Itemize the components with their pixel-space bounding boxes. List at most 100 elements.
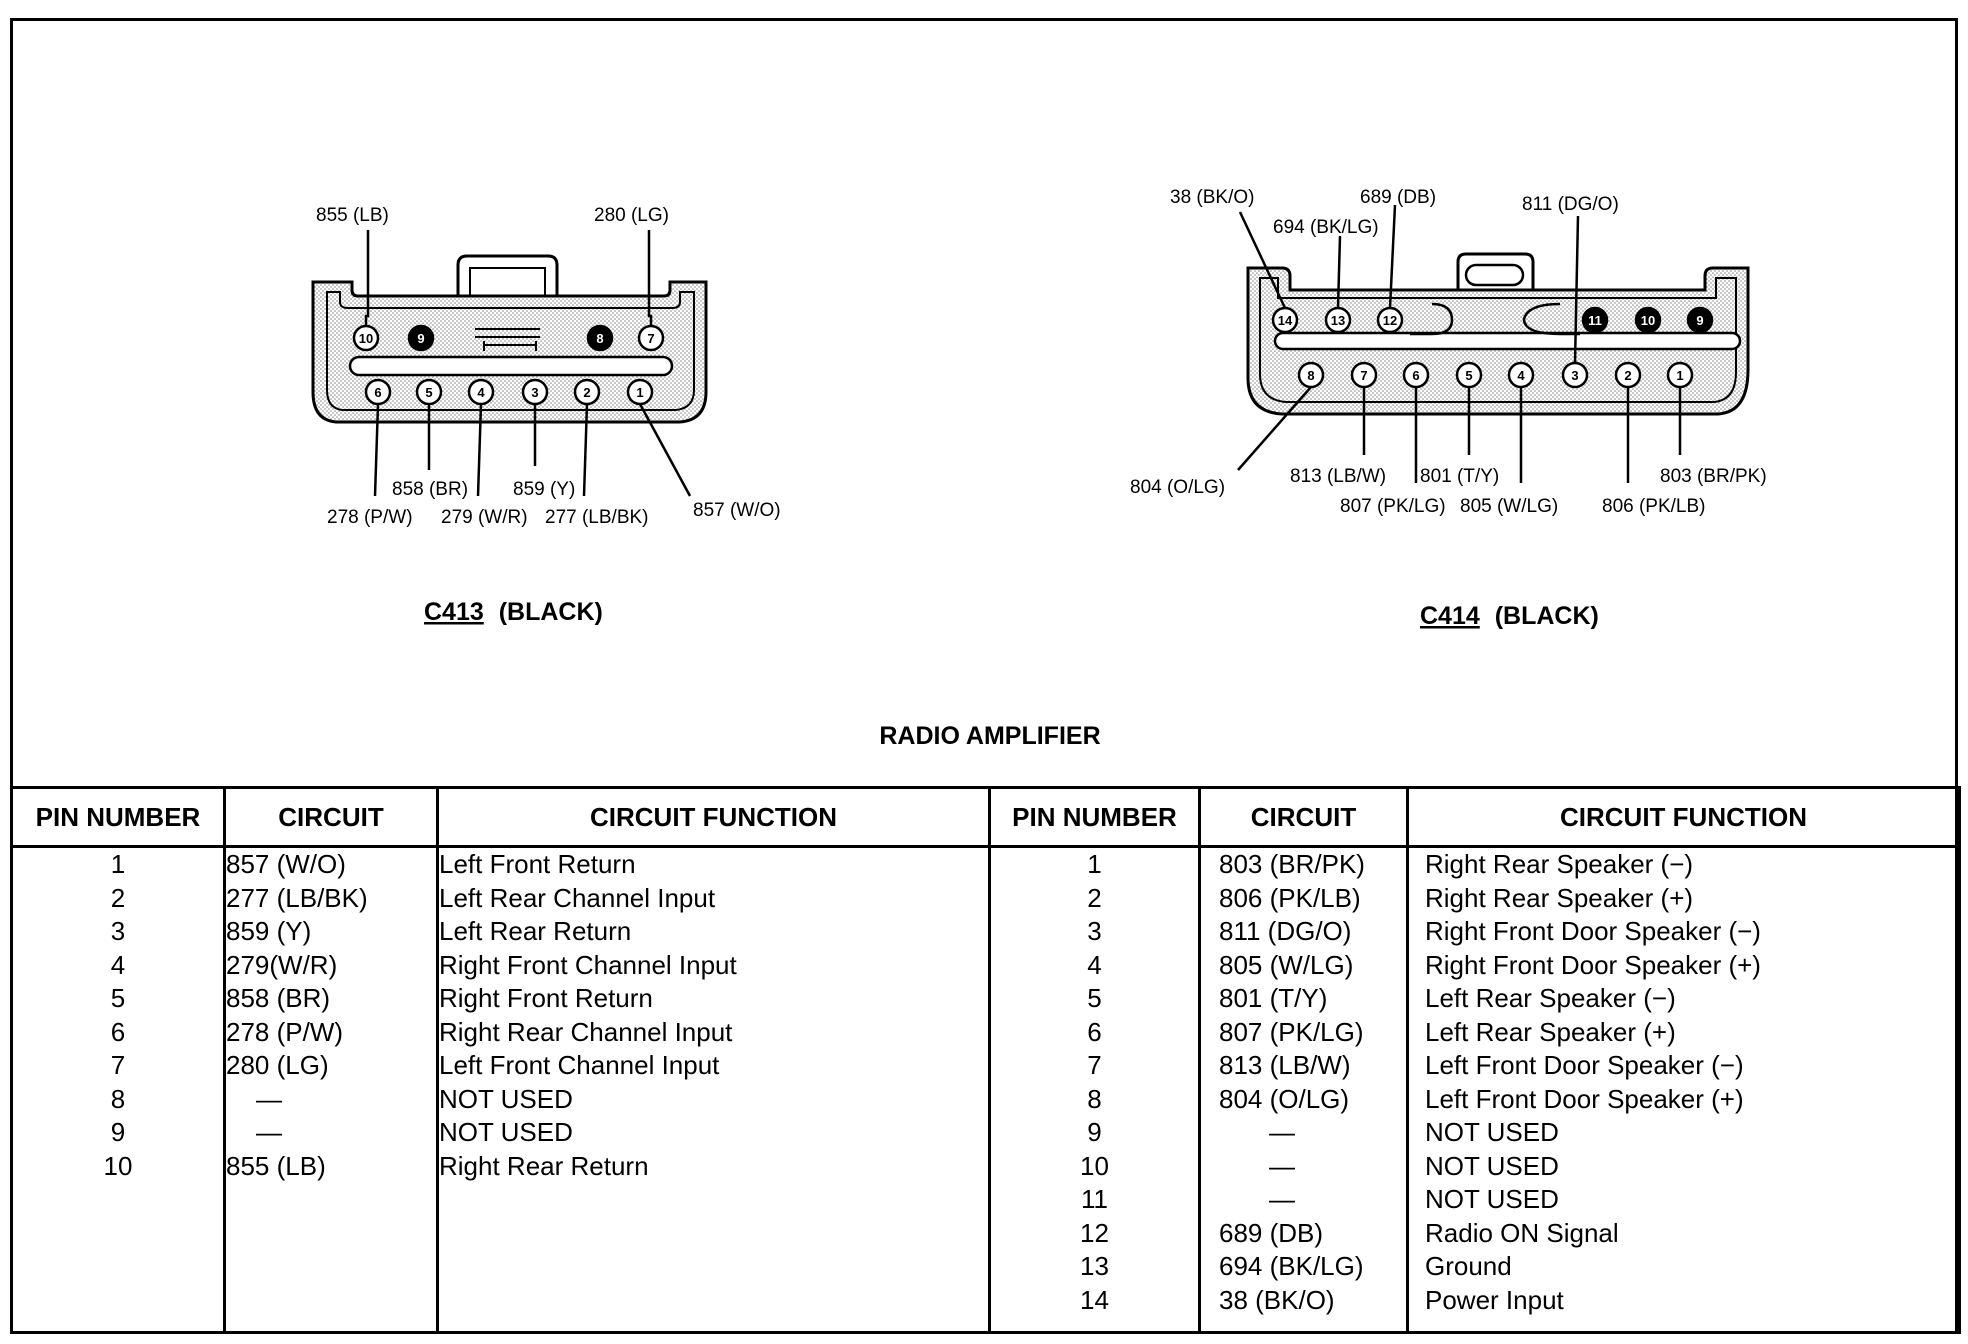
list-item: 11 — [1081, 1184, 1108, 1214]
label-811: 811 (DG/O) — [1522, 194, 1619, 215]
right-circuits-column: 803 (BR/PK) 806 (PK/LB) 811 (DG/O) 805 (… — [1198, 846, 1409, 1334]
list-item: 280 (LG) — [226, 1050, 329, 1080]
c413-center-bar — [348, 355, 674, 377]
label-277: 277 (LB/BK) — [545, 507, 649, 528]
label-694: 694 (BK/LG) — [1273, 217, 1379, 238]
c414-pin-7: 7 — [1350, 361, 1378, 389]
list-item: Right Rear Return — [439, 1150, 649, 1181]
c414-center-bar — [1273, 331, 1742, 351]
label-801: 801 (T/Y) — [1420, 466, 1499, 487]
list-item: 806 (PK/LB) — [1219, 882, 1361, 913]
list-item: — — [1269, 1117, 1295, 1147]
list-item: NOT USED — [1425, 1117, 1559, 1147]
list-item: Power Input — [1425, 1284, 1564, 1315]
label-813: 813 (LB/W) — [1290, 466, 1386, 487]
list-item: Left Front Door Speaker (+) — [1425, 1083, 1744, 1114]
c414-pin-4: 4 — [1507, 361, 1535, 389]
svg-text:7: 7 — [1360, 368, 1367, 383]
pin-table: PIN NUMBER CIRCUIT CIRCUIT FUNCTION PIN … — [10, 786, 1961, 1334]
header-circuit-left: CIRCUIT — [223, 786, 439, 848]
list-item: 807 (PK/LG) — [1219, 1016, 1364, 1047]
list-item: 12 — [1080, 1217, 1109, 1248]
list-item: 859 (Y) — [226, 916, 312, 946]
c413-pin-5: 5 — [415, 378, 443, 406]
list-item: Left Rear Channel Input — [439, 882, 716, 913]
c413-pin-6: 6 — [364, 378, 392, 406]
c414-pin-12: 12 — [1376, 306, 1404, 334]
label-807: 807 (PK/LG) — [1340, 496, 1446, 517]
list-item: Right Rear Speaker (−) — [1425, 849, 1694, 879]
svg-text:3: 3 — [531, 385, 538, 400]
list-item: 805 (W/LG) — [1219, 949, 1354, 980]
list-item: — — [256, 1083, 282, 1114]
label-689: 689 (DB) — [1360, 187, 1436, 208]
list-item: Radio ON Signal — [1425, 1217, 1619, 1248]
label-805: 805 (W/LG) — [1460, 496, 1558, 517]
list-item: Left Front Return — [439, 849, 636, 879]
svg-text:4: 4 — [1517, 368, 1525, 383]
list-item: 277 (LB/BK) — [226, 882, 368, 913]
left-pins-column: 1 2 3 4 5 6 7 8 9 10 — [10, 846, 226, 1334]
list-item: 10 — [103, 1150, 133, 1181]
list-item: 5 — [1087, 983, 1102, 1013]
list-item: 855 (LB) — [226, 1150, 326, 1181]
list-item: 804 (O/LG) — [1219, 1083, 1350, 1114]
list-item: NOT USED — [439, 1083, 573, 1114]
list-item: — — [1269, 1150, 1295, 1181]
svg-text:3: 3 — [1571, 368, 1578, 383]
svg-text:8: 8 — [1307, 368, 1314, 383]
label-279: 279 (W/R) — [441, 507, 528, 528]
c413-housing — [311, 280, 708, 424]
list-item: NOT USED — [439, 1117, 573, 1147]
svg-text:1: 1 — [636, 385, 643, 400]
list-item: 9 — [110, 1117, 126, 1147]
svg-text:2: 2 — [583, 385, 590, 400]
svg-text:7: 7 — [647, 331, 654, 346]
list-item: 13 — [1080, 1251, 1109, 1281]
label-858: 858 (BR) — [392, 479, 468, 500]
list-item: 858 (BR) — [226, 983, 331, 1013]
list-item: Right Front Channel Input — [439, 949, 737, 980]
svg-text:8: 8 — [596, 331, 603, 346]
label-280: 280 (LG) — [594, 205, 669, 226]
c413-pin-1: 1 — [626, 378, 654, 406]
list-item: Left Front Door Speaker (−) — [1425, 1050, 1744, 1080]
c413-caption: C413 (BLACK) — [424, 598, 603, 626]
svg-text:2: 2 — [1624, 368, 1631, 383]
svg-text:12: 12 — [1383, 313, 1397, 328]
list-item: 801 (T/Y) — [1219, 983, 1328, 1013]
list-item: 857 (W/O) — [226, 849, 346, 879]
connector-diagram: 10 9 8 7 6 5 4 3 — [311, 187, 1767, 750]
list-item: Left Rear Return — [439, 916, 632, 946]
label-803: 803 (BR/PK) — [1660, 466, 1767, 487]
c414-connector: 14 13 12 11 10 9 8 7 — [1246, 252, 1750, 416]
list-item: NOT USED — [1425, 1184, 1559, 1214]
list-item: 7 — [110, 1050, 126, 1080]
list-item: 3 — [110, 916, 126, 946]
right-functions-column: Right Rear Speaker (−) Right Rear Speake… — [1406, 846, 1961, 1334]
label-806: 806 (PK/LB) — [1602, 496, 1706, 517]
svg-text:4: 4 — [477, 385, 485, 400]
table-header-row: PIN NUMBER CIRCUIT CIRCUIT FUNCTION PIN … — [10, 786, 1961, 848]
svg-text:10: 10 — [1641, 313, 1655, 328]
c413-pin-8: 8 — [586, 324, 614, 352]
c414-key-slot-1 — [1410, 302, 1454, 336]
list-item: 278 (P/W) — [226, 1016, 344, 1047]
list-item: 6 — [110, 1016, 126, 1047]
svg-text:9: 9 — [1696, 313, 1703, 328]
svg-text:6: 6 — [1412, 368, 1419, 383]
list-item: Right Rear Speaker (+) — [1425, 882, 1694, 913]
list-item: Left Front Channel Input — [439, 1050, 720, 1080]
svg-text:11: 11 — [1588, 313, 1602, 328]
header-circuit-right: CIRCUIT — [1198, 786, 1409, 848]
list-item: 811 (DG/O) — [1219, 916, 1352, 946]
diagram-frame — [10, 18, 1958, 1334]
svg-text:5: 5 — [1465, 368, 1472, 383]
c414-pin-13: 13 — [1324, 306, 1352, 334]
label-278: 278 (P/W) — [327, 507, 413, 528]
svg-text:13: 13 — [1331, 313, 1345, 328]
svg-text:1: 1 — [1676, 368, 1683, 383]
list-item: Right Front Return — [439, 983, 653, 1013]
right-pins-column: 1 2 3 4 5 6 7 8 9 10 11 12 13 14 — [988, 846, 1201, 1334]
list-item: 1 — [110, 849, 126, 879]
